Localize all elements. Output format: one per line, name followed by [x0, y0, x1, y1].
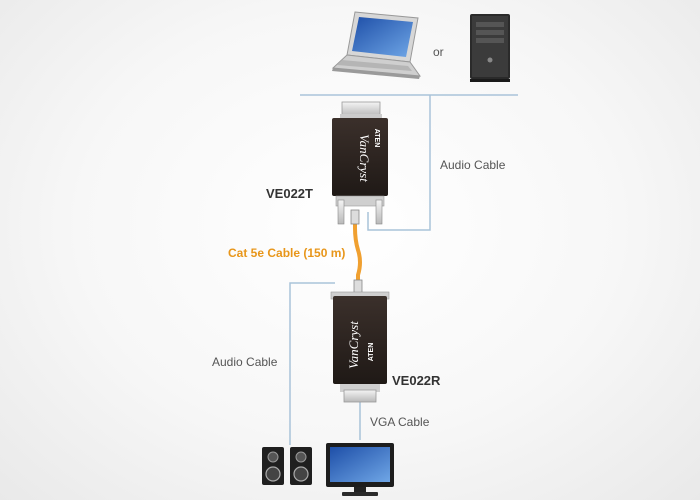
receiver-ve022r: VanCryst ATEN — [330, 291, 390, 403]
transmitter-ve022t: VanCryst ATEN — [332, 101, 388, 225]
audio-cable-line-top — [300, 94, 518, 231]
vga-connector-bottom — [343, 389, 377, 403]
receiver-brand-text: VanCryst — [346, 321, 361, 369]
transmitter-brand-text: VanCryst — [357, 134, 372, 182]
receiver-maker-text: ATEN — [368, 343, 375, 362]
transmitter-maker-text: ATEN — [373, 129, 380, 148]
speakers-icon — [262, 447, 312, 485]
transmitter-body — [332, 118, 388, 196]
cat5e-cable — [350, 209, 363, 295]
audio-cable-line-bottom — [289, 282, 335, 445]
receiver-model-label: VE022R — [392, 373, 441, 388]
audio-cable-label-top: Audio Cable — [440, 158, 506, 172]
laptop-icon — [331, 11, 422, 79]
desktop-tower-icon — [470, 14, 510, 82]
monitor-icon — [326, 443, 394, 496]
transmitter-model-label: VE022T — [266, 186, 313, 201]
vga-cable-label: VGA Cable — [370, 415, 430, 429]
cat5e-cable-label: Cat 5e Cable (150 m) — [228, 246, 346, 260]
or-label: or — [433, 45, 444, 59]
receiver-body — [333, 296, 387, 384]
audio-cable-label-bottom: Audio Cable — [212, 355, 278, 369]
rj45-plug-top — [350, 209, 360, 225]
vga-connector-top — [341, 101, 381, 117]
